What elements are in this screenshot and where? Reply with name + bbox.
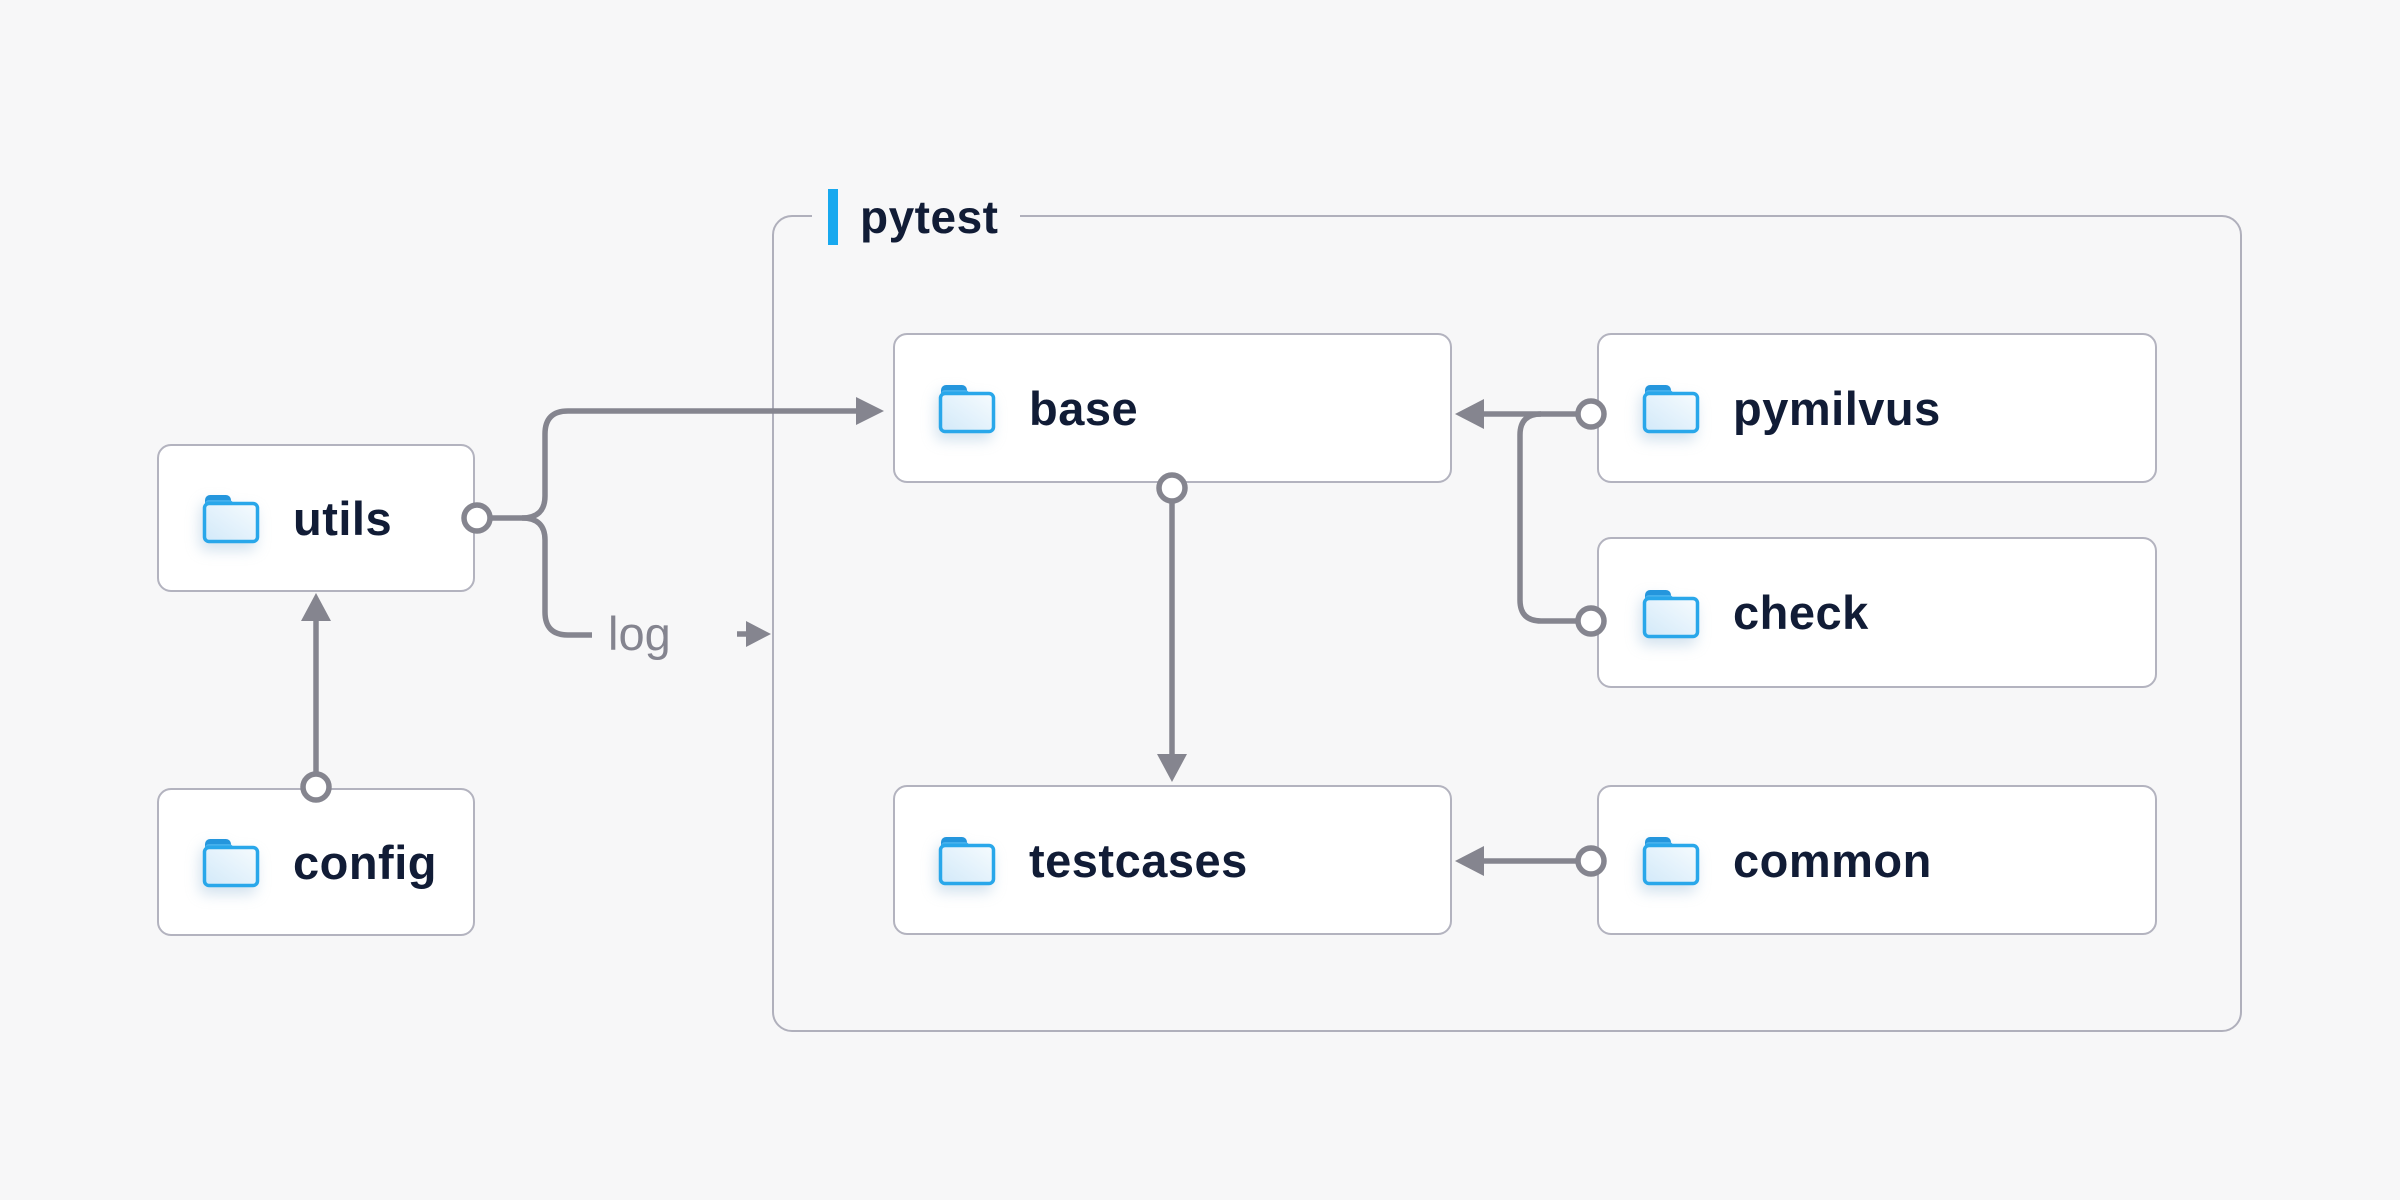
pytest-group-title: pytest (860, 191, 999, 243)
node-label: config (293, 835, 437, 889)
node-check[interactable]: check (1597, 537, 2157, 688)
node-label: base (1029, 381, 1139, 435)
folder-icon (202, 495, 260, 544)
accent-bar (828, 189, 838, 245)
node-label: testcases (1029, 833, 1248, 887)
pytest-group-label: pytest (812, 186, 1021, 248)
node-label: utils (293, 491, 393, 545)
node-pymilvus[interactable]: pymilvus (1597, 333, 2157, 483)
node-utils[interactable]: utils (157, 444, 475, 592)
folder-icon (938, 837, 996, 886)
folder-icon (1642, 385, 1700, 434)
node-testcases[interactable]: testcases (893, 785, 1452, 935)
folder-icon (1642, 837, 1700, 886)
edge-log-pytest (737, 621, 771, 647)
pytest-group (772, 215, 2242, 1032)
folder-icon (1642, 589, 1700, 638)
node-base[interactable]: base (893, 333, 1452, 483)
node-label: check (1733, 586, 1869, 639)
edge-label-log: log (608, 607, 671, 660)
node-config[interactable]: config (157, 788, 475, 936)
folder-icon (938, 385, 996, 434)
edge-config-utils (300, 593, 332, 803)
node-common[interactable]: common (1597, 785, 2157, 935)
node-label: pymilvus (1733, 381, 1941, 435)
node-label: common (1733, 833, 1932, 887)
folder-icon (202, 839, 260, 888)
